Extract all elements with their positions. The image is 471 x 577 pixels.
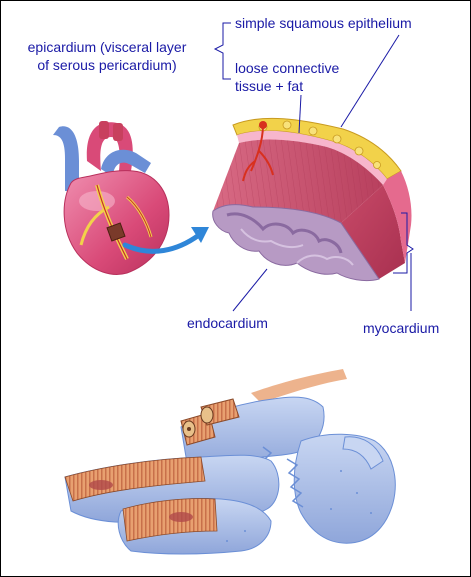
arrow-to-section: [122, 232, 202, 254]
pulmonary-artery: [101, 149, 151, 177]
cardiac-muscle-cells: [64, 369, 396, 555]
epicardium-label: epicardium (visceral layer of serous per…: [12, 38, 202, 74]
loose-label-line1: loose connective: [235, 60, 340, 76]
loose-pointer: [298, 94, 302, 134]
myocardium-label: myocardium: [363, 320, 440, 336]
epicardium-label-line1: epicardium (visceral layer: [27, 39, 187, 55]
heart-body: [63, 170, 170, 275]
loose-connective-tissue-label: loose connective tissue + fat: [235, 59, 339, 95]
arrow-head: [191, 227, 209, 243]
heart-wall-section: [212, 117, 412, 282]
vena-cava: [53, 126, 79, 191]
heart-illustration: [53, 121, 170, 275]
loose-label-line2: tissue + fat: [235, 78, 304, 94]
epicardium-bracket: [213, 22, 231, 80]
leader-lines: [213, 22, 414, 312]
simple-squamous-epithelium-label: simple squamous epithelium: [235, 15, 412, 31]
epicardium-label-line2: of serous pericardium): [37, 57, 177, 73]
endocardium-pointer: [232, 268, 268, 312]
tissue-sample-square: [106, 222, 126, 242]
endocardium-label: endocardium: [187, 315, 268, 331]
squamous-pointer: [340, 34, 400, 128]
myocardium-bracket: [393, 212, 414, 274]
